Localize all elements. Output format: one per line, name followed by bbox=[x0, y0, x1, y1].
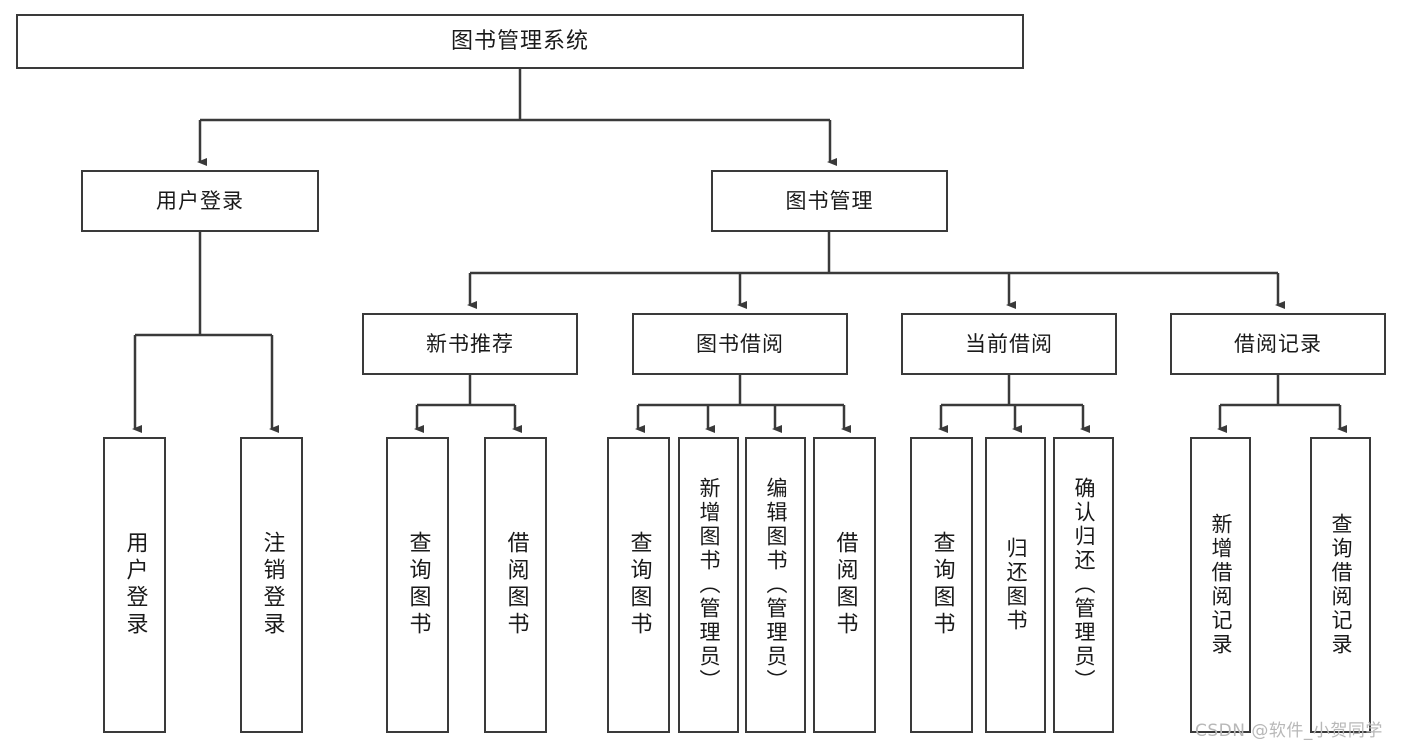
leaf-borrow-book-label: 借阅图书 bbox=[832, 531, 858, 639]
leaf-add-borrow-record[interactable]: 新增借阅记录 bbox=[1190, 437, 1251, 733]
leaf-borrow-book-recommend-label: 借阅图书 bbox=[503, 531, 529, 639]
node-level2-book-management[interactable]: 图书管理 bbox=[711, 170, 948, 232]
node-root[interactable]: 图书管理系统 bbox=[16, 14, 1024, 69]
leaf-borrow-book[interactable]: 借阅图书 bbox=[813, 437, 876, 733]
node-level3-current-borrow[interactable]: 当前借阅 bbox=[901, 313, 1117, 375]
leaf-query-book-recommend[interactable]: 查询图书 bbox=[386, 437, 449, 733]
leaf-edit-book-admin-label: 编辑图书（管理员） bbox=[764, 477, 788, 693]
leaf-borrow-book-recommend[interactable]: 借阅图书 bbox=[484, 437, 547, 733]
node-level3-new-book-recommend[interactable]: 新书推荐 bbox=[362, 313, 578, 375]
leaf-confirm-return-admin-label: 确认归还（管理员） bbox=[1072, 477, 1096, 693]
leaf-edit-book-admin[interactable]: 编辑图书（管理员） bbox=[745, 437, 806, 733]
leaf-logout[interactable]: 注销登录 bbox=[240, 437, 303, 733]
node-level3-borrow-record[interactable]: 借阅记录 bbox=[1170, 313, 1386, 375]
leaf-query-borrow-record-label: 查询借阅记录 bbox=[1329, 513, 1353, 657]
node-level3-book-borrow-label: 图书借阅 bbox=[696, 331, 784, 356]
leaf-logout-label: 注销登录 bbox=[259, 531, 285, 639]
leaf-user-login[interactable]: 用户登录 bbox=[103, 437, 166, 733]
node-level3-book-borrow[interactable]: 图书借阅 bbox=[632, 313, 848, 375]
leaf-add-borrow-record-label: 新增借阅记录 bbox=[1209, 513, 1233, 657]
leaf-query-book-recommend-label: 查询图书 bbox=[405, 531, 431, 639]
leaf-add-book-admin[interactable]: 新增图书（管理员） bbox=[678, 437, 739, 733]
node-level2-user-login-label: 用户登录 bbox=[156, 188, 244, 213]
node-root-label: 图书管理系统 bbox=[450, 28, 589, 54]
leaf-add-book-admin-label: 新增图书（管理员） bbox=[697, 477, 721, 693]
leaf-return-book[interactable]: 归还图书 bbox=[985, 437, 1046, 733]
leaf-query-borrow-record[interactable]: 查询借阅记录 bbox=[1310, 437, 1371, 733]
leaf-confirm-return-admin[interactable]: 确认归还（管理员） bbox=[1053, 437, 1114, 733]
leaf-return-book-label: 归还图书 bbox=[1004, 537, 1028, 633]
leaf-query-book-current-label: 查询图书 bbox=[929, 531, 955, 639]
node-level3-borrow-record-label: 借阅记录 bbox=[1234, 331, 1322, 356]
node-level3-new-book-recommend-label: 新书推荐 bbox=[426, 331, 514, 356]
node-level2-user-login[interactable]: 用户登录 bbox=[81, 170, 319, 232]
watermark: CSDN @软件_小贺同学 bbox=[1195, 721, 1383, 741]
leaf-query-book-current[interactable]: 查询图书 bbox=[910, 437, 973, 733]
node-level2-book-management-label: 图书管理 bbox=[785, 188, 874, 213]
node-level3-current-borrow-label: 当前借阅 bbox=[965, 331, 1053, 356]
leaf-user-login-label: 用户登录 bbox=[122, 531, 148, 639]
leaf-query-book-label: 查询图书 bbox=[626, 531, 652, 639]
leaf-query-book[interactable]: 查询图书 bbox=[607, 437, 670, 733]
